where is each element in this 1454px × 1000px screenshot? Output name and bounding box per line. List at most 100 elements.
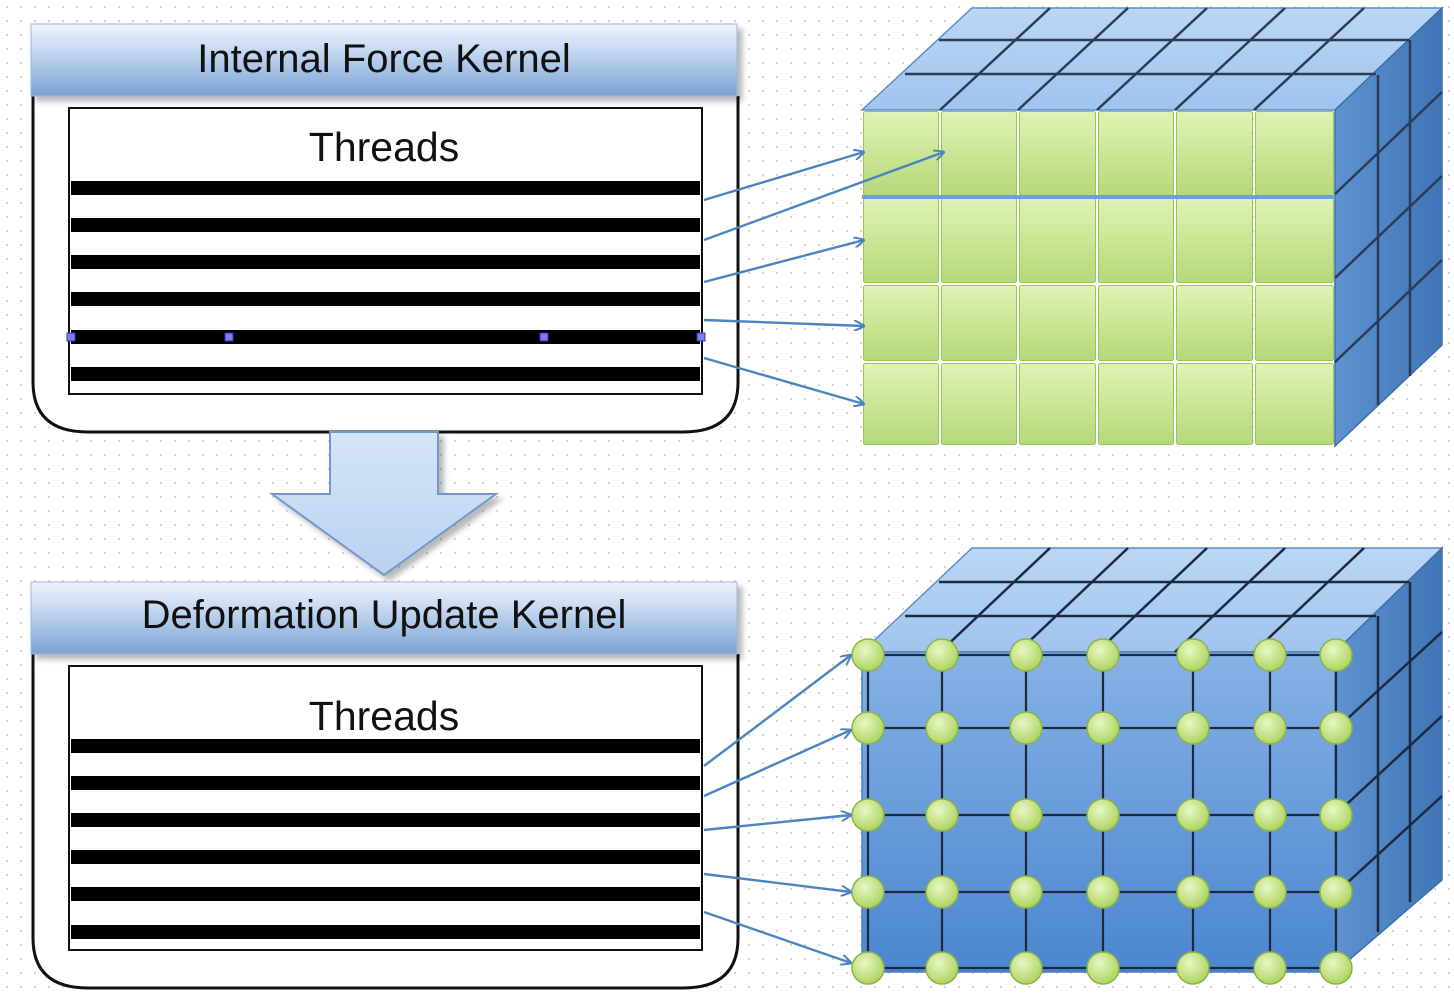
node-point [925, 951, 959, 985]
mapping-arrow [703, 356, 864, 404]
element-cell [941, 285, 1017, 361]
node-point [925, 798, 959, 832]
thread-bar [71, 850, 700, 864]
mapping-arrow [703, 318, 864, 326]
element-cell [863, 198, 939, 283]
node-point [1086, 798, 1120, 832]
thread-bar [71, 739, 700, 753]
element-cell [863, 363, 939, 445]
node-point [851, 798, 885, 832]
node-point [1253, 638, 1287, 672]
node-point [1319, 638, 1353, 672]
selection-handles [66, 332, 706, 342]
node-point [1086, 711, 1120, 745]
cube-grid-lines [905, 547, 1443, 932]
mapping-arrow [703, 152, 864, 202]
element-cell [941, 363, 1017, 445]
node-point [1009, 951, 1043, 985]
node-point [1319, 711, 1353, 745]
node-point [1009, 711, 1043, 745]
node-point [1176, 798, 1210, 832]
threads-label: Threads [309, 124, 459, 170]
node-grid-cube [851, 546, 1444, 985]
element-cell [1255, 363, 1334, 445]
internal-force-kernel-panel: Threads Internal Force Kernel [30, 23, 740, 434]
threads-box [68, 665, 703, 951]
selection-handle [66, 332, 76, 342]
threads-box [68, 107, 703, 395]
mapping-arrow [703, 655, 851, 767]
node-point [1253, 711, 1287, 745]
node-point [925, 711, 959, 745]
element-cell [1019, 111, 1096, 196]
node-point [925, 638, 959, 672]
node-point [1319, 951, 1353, 985]
node-point [1009, 798, 1043, 832]
node-point [851, 711, 885, 745]
node-point [1086, 638, 1120, 672]
node-point [1319, 798, 1353, 832]
node-point [1319, 875, 1353, 909]
selection-handle [696, 332, 706, 342]
element-cell [1255, 111, 1334, 196]
thread-bar [71, 218, 700, 232]
thread-bar [71, 330, 700, 344]
selection-handle [539, 332, 549, 342]
thread-bar [71, 181, 700, 195]
element-cell [941, 111, 1017, 196]
node-point [1253, 951, 1287, 985]
element-cell [1019, 285, 1096, 361]
element-cell [1255, 285, 1334, 361]
element-cell [1176, 111, 1253, 196]
element-cell [1255, 198, 1334, 283]
mapping-arrow [703, 815, 851, 832]
element-cell [1098, 363, 1174, 445]
flow-arrow-down [268, 431, 500, 577]
node-point [851, 875, 885, 909]
thread-bar [71, 292, 700, 306]
element-cell [1019, 363, 1096, 445]
thread-bars [71, 739, 700, 939]
mapping-arrow [703, 910, 851, 963]
mapping-arrow [703, 730, 851, 798]
node-point [1009, 875, 1043, 909]
element-grid-cube [860, 6, 1444, 448]
node-point [1086, 875, 1120, 909]
thread-bar [71, 887, 700, 901]
element-cells [862, 111, 1335, 445]
selection-handle [224, 332, 234, 342]
element-cell [863, 285, 939, 361]
thread-bar [71, 925, 700, 939]
node-point [1176, 951, 1210, 985]
element-cell [1098, 111, 1174, 196]
kernel-title-bar [30, 23, 738, 97]
node-point [1086, 951, 1120, 985]
node-point [1253, 798, 1287, 832]
thread-bar [71, 255, 700, 269]
thread-mapping-arrows [703, 152, 944, 963]
thread-bars [71, 181, 700, 381]
kernel-title: Internal Force Kernel [197, 37, 571, 81]
mapping-arrow [703, 152, 944, 242]
element-cell [1176, 363, 1253, 445]
node-grid [851, 638, 1353, 985]
thread-bar [71, 776, 700, 790]
mapping-arrow [703, 872, 851, 892]
threads-label: Threads [309, 693, 459, 739]
node-point [851, 638, 885, 672]
element-cell [1098, 285, 1174, 361]
node-point [925, 875, 959, 909]
kernel-title-bar [30, 581, 738, 655]
node-point [1253, 875, 1287, 909]
node-point [1176, 711, 1210, 745]
node-point [1176, 638, 1210, 672]
thread-bar [71, 367, 700, 381]
deformation-update-kernel-panel: Threads Deformation Update Kernel [30, 581, 740, 990]
element-cell [941, 198, 1017, 283]
element-cell [1176, 285, 1253, 361]
element-cell [1019, 198, 1096, 283]
node-point [1009, 638, 1043, 672]
cube-grid-lines [905, 7, 1443, 405]
element-cell [863, 111, 939, 196]
